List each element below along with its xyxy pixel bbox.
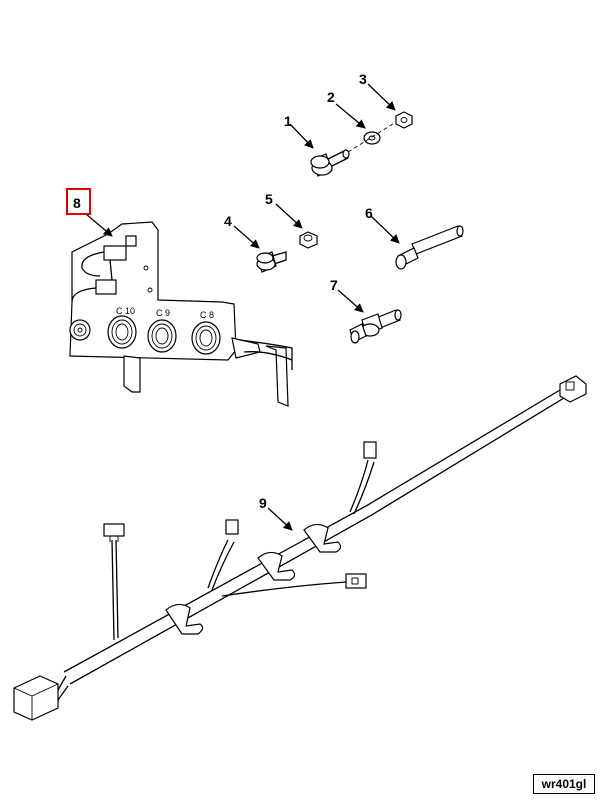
harness-clamp — [257, 551, 296, 581]
callout-8-arrow — [85, 213, 113, 237]
part-2-washer — [363, 131, 381, 145]
callout-9: 9 — [259, 495, 267, 511]
part-5-nut — [299, 231, 318, 249]
part-7-stud — [349, 309, 402, 344]
bracket-label-c8: C 8 — [200, 310, 214, 320]
harness-clamp — [303, 523, 342, 553]
callout-8-highlight-box — [66, 188, 91, 215]
callout-6-arrow — [370, 215, 400, 244]
callout-4-arrow — [233, 225, 260, 249]
callout-7: 7 — [330, 277, 338, 293]
part-9-wiring-harness — [13, 375, 587, 721]
callout-3: 3 — [359, 71, 367, 87]
callout-9-arrow — [267, 507, 293, 531]
callout-1-arrow — [289, 123, 314, 149]
callout-8: 8 — [73, 195, 81, 211]
part-4-bolt — [256, 251, 287, 273]
callout-5-arrow — [275, 203, 303, 229]
callout-2: 2 — [327, 89, 335, 105]
bracket-label-c10: C 10 — [116, 306, 135, 316]
callout-1: 1 — [284, 113, 292, 129]
callout-7-arrow — [337, 289, 364, 313]
part-6-stud — [395, 225, 464, 270]
callout-6: 6 — [365, 205, 373, 221]
part-1-flange-bolt — [310, 149, 350, 177]
assembly-centerline — [347, 121, 397, 153]
bracket-label-c9: C 9 — [156, 308, 170, 318]
part-8-bracket — [69, 221, 293, 407]
figure-reference-code: wr401gl — [533, 774, 595, 794]
part-3-nut — [395, 111, 413, 129]
callout-4: 4 — [224, 213, 232, 229]
callout-2-arrow — [335, 103, 366, 129]
callout-5: 5 — [265, 191, 273, 207]
harness-clamp — [165, 603, 204, 635]
callout-3-arrow — [367, 83, 396, 111]
